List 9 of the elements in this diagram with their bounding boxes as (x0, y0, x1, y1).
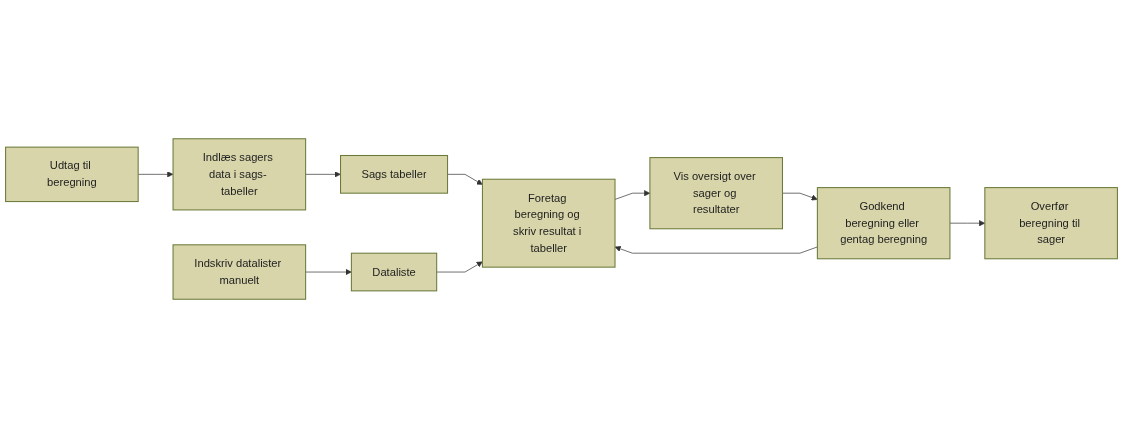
node-box: Udtag til beregning (5, 146, 139, 203)
node-box: Foretag beregning og skriv resultat i tabeller (481, 178, 616, 268)
node-box: Dataliste (350, 252, 438, 292)
node-box: Overfør beregning til sager (984, 187, 1118, 260)
node-box: Vis oversigt over sager og resultater (649, 157, 783, 230)
node-box: Sags tabeller (340, 154, 449, 194)
node-box: Godkend beregning eller gentag beregning (816, 187, 951, 260)
node-box: Indlæs sagers data i sags- tabeller (172, 138, 307, 211)
node-box: Indskriv datalister manuelt (172, 244, 307, 300)
